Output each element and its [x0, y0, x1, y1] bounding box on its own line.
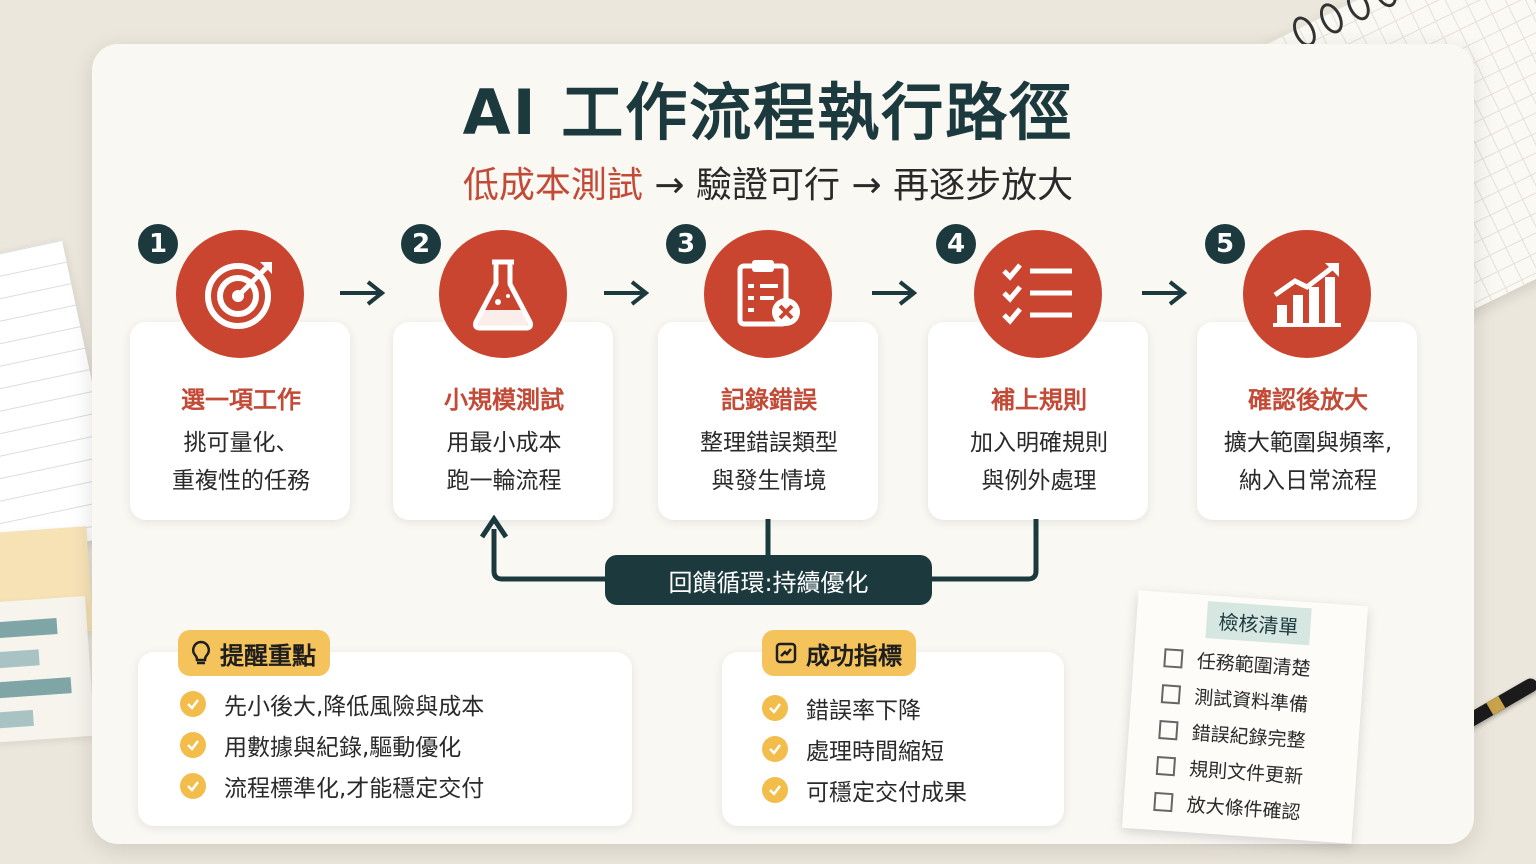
feedback-loop-connector: [480, 515, 1039, 582]
list-item: 用數據與紀錄,驅動優化: [180, 724, 484, 765]
checklist-item-text: 錯誤紀錄完整: [1190, 722, 1307, 753]
checklist-item: 放大條件確認: [1153, 788, 1302, 825]
step-3: 3 記錄錯誤 整理錯誤類型 與發生情境: [658, 222, 880, 522]
checkbox-icon: [1158, 720, 1179, 741]
list-item: 處理時間縮短: [762, 728, 967, 769]
step-title: 補上規則: [991, 386, 1087, 414]
step-5: 5 確認後放大 擴大範圍與頻率, 納入日常流程: [1197, 222, 1419, 522]
list-item-text: 用數據與紀錄,驅動優化: [224, 734, 462, 761]
list-item: 可穩定交付成果: [762, 769, 967, 810]
check-icon: [180, 772, 206, 799]
page-subtitle: 低成本測試 → 驗證可行 → 再逐步放大: [0, 156, 1536, 208]
step-2: 2 小規模測試 用最小成本 跑一輪流程: [393, 222, 615, 522]
checklist-item-text: 放大條件確認: [1185, 794, 1302, 825]
checklist-title: 檢核清單: [1205, 601, 1312, 646]
list-item-text: 可穩定交付成果: [806, 779, 967, 806]
step-desc-line: 挑可量化、: [183, 430, 299, 456]
metrics-label: 成功指標: [806, 641, 902, 670]
check-icon: [180, 731, 206, 758]
clipboard-error-icon: [704, 230, 832, 358]
subtitle-arrow: →: [642, 165, 696, 206]
step-title: 選一項工作: [181, 386, 301, 414]
subtitle-mid: 驗證可行: [695, 165, 840, 206]
step-number: 1: [138, 224, 178, 264]
step-desc-line: 跑一輪流程: [446, 468, 562, 494]
arrow-right-icon: [872, 280, 918, 306]
step-title: 記錄錯誤: [721, 386, 817, 414]
step-number: 2: [401, 224, 441, 264]
list-item: 先小後大,降低風險與成本: [180, 683, 484, 724]
check-icon: [762, 776, 788, 803]
step-description: 挑可量化、 重複性的任務: [130, 424, 352, 500]
step-description: 整理錯誤類型 與發生情境: [658, 424, 880, 500]
step-1: 1 選一項工作 挑可量化、 重複性的任務: [130, 222, 352, 522]
subtitle-end: 再逐步放大: [893, 165, 1074, 206]
step-number: 5: [1205, 224, 1245, 264]
checklist-item: 規則文件更新: [1155, 752, 1304, 789]
checklist-item: 錯誤紀錄完整: [1158, 716, 1307, 753]
flask-icon: [439, 230, 567, 358]
step-desc-line: 重複性的任務: [172, 468, 310, 494]
step-title: 確認後放大: [1248, 386, 1368, 414]
metrics-badge: 成功指標: [762, 630, 916, 676]
step-description: 用最小成本 跑一輪流程: [393, 424, 615, 500]
step-desc-line: 用最小成本: [446, 430, 562, 456]
step-description: 擴大範圍與頻率, 納入日常流程: [1197, 424, 1419, 500]
step-desc-line: 納入日常流程: [1239, 468, 1377, 494]
checkbox-icon: [1153, 791, 1174, 813]
lightbulb-icon: [192, 640, 210, 665]
step-desc-line: 整理錯誤類型: [700, 430, 838, 456]
step-desc-line: 與例外處理: [981, 468, 1097, 494]
page-title: AI 工作流程執行路徑: [462, 76, 1074, 149]
checklist-icon: [974, 230, 1102, 358]
checkbox-icon: [1155, 755, 1177, 777]
subtitle-highlight: 低成本測試: [462, 165, 643, 206]
reminder-list: 先小後大,降低風險與成本 用數據與紀錄,驅動優化 流程標準化,才能穩定交付: [180, 683, 484, 806]
checklist-card: 檢核清單 任務範圍清楚 測試資料準備 錯誤紀錄完整 規則文件更新 放大條件確認: [1121, 590, 1369, 844]
report-icon: [775, 642, 797, 664]
list-item-text: 流程標準化,才能穩定交付: [224, 775, 485, 802]
checklist-item: 測試資料準備: [1160, 680, 1309, 717]
reminder-label: 提醒重點: [220, 641, 316, 670]
subtitle-arrow: →: [840, 165, 894, 206]
list-item: 流程標準化,才能穩定交付: [180, 765, 484, 806]
checklist-item-text: 測試資料準備: [1193, 686, 1309, 717]
arrow-right-icon: [1142, 280, 1188, 306]
check-icon: [180, 690, 206, 717]
step-number: 4: [936, 224, 976, 264]
arrow-right-icon: [340, 280, 386, 306]
target-icon: [176, 230, 304, 358]
list-item-text: 先小後大,降低風險與成本: [224, 693, 485, 720]
check-icon: [762, 694, 788, 721]
checklist-item-text: 規則文件更新: [1188, 758, 1304, 789]
list-item: 錯誤率下降: [762, 687, 967, 728]
step-desc-line: 加入明確規則: [970, 430, 1108, 456]
list-item-text: 處理時間縮短: [806, 738, 944, 765]
checkbox-icon: [1163, 648, 1184, 669]
metrics-list: 錯誤率下降 處理時間縮短 可穩定交付成果: [762, 687, 967, 810]
step-desc-line: 擴大範圍與頻率,: [1223, 430, 1393, 456]
arrow-right-icon: [604, 280, 650, 306]
step-description: 加入明確規則 與例外處理: [928, 424, 1150, 500]
reminder-panel: [138, 652, 632, 826]
feedback-loop-label: 回饋循環:持續優化: [605, 555, 932, 605]
growth-chart-icon: [1243, 230, 1371, 358]
step-title: 小規模測試: [444, 386, 564, 414]
step-desc-line: 與發生情境: [711, 468, 827, 494]
reminder-badge: 提醒重點: [178, 630, 330, 676]
chart-paper-decoration: [0, 595, 95, 745]
checklist-item-text: 任務範圍清楚: [1195, 650, 1312, 681]
checkbox-icon: [1160, 684, 1182, 705]
step-number: 3: [666, 224, 706, 264]
checklist-item: 任務範圍清楚: [1163, 644, 1312, 681]
step-4: 4 補上規則 加入明確規則 與例外處理: [928, 222, 1150, 522]
check-icon: [762, 735, 788, 762]
list-item-text: 錯誤率下降: [806, 697, 921, 724]
